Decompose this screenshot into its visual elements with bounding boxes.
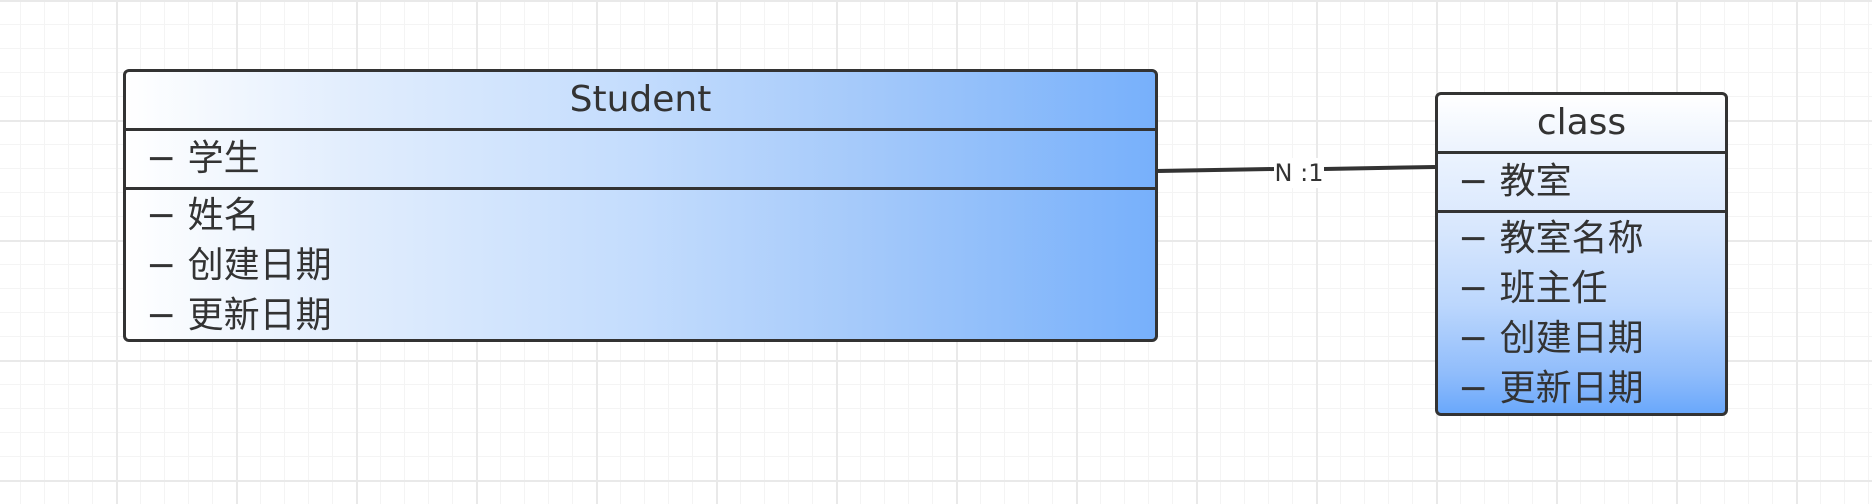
class-attribute: − 更新日期 — [1458, 368, 1644, 409]
class-attribute: − 教室名称 — [1458, 218, 1644, 259]
class-attribute-list: − 教室名称 − 班主任 − 创建日期 − 更新日期 — [1438, 213, 1725, 413]
student-attribute: − 姓名 — [146, 195, 260, 236]
student-entity-title: Student — [126, 72, 1155, 131]
relationship-label: N :1 — [1274, 158, 1324, 188]
class-attribute: − 班主任 — [1458, 268, 1608, 309]
class-primary-field: − 教室 — [1438, 154, 1725, 213]
student-attribute: − 创建日期 — [146, 245, 332, 286]
class-entity[interactable]: class − 教室 − 教室名称 − 班主任 − 创建日期 − 更新日期 — [1435, 92, 1728, 416]
class-entity-title: class — [1438, 95, 1725, 154]
student-primary-field: − 学生 — [126, 131, 1155, 190]
student-entity[interactable]: Student − 学生 − 姓名 − 创建日期 − 更新日期 — [123, 69, 1158, 342]
student-attribute: − 更新日期 — [146, 295, 332, 336]
student-attribute-list: − 姓名 − 创建日期 − 更新日期 — [126, 190, 1155, 339]
class-attribute: − 创建日期 — [1458, 318, 1644, 359]
